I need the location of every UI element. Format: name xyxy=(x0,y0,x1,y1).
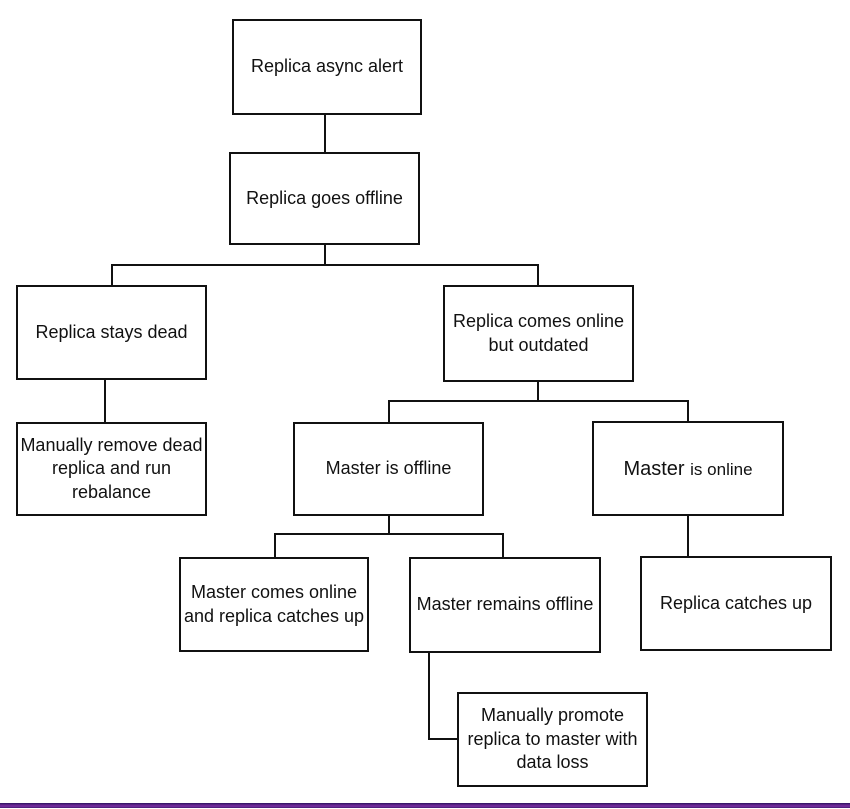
node-label-line: but outdated xyxy=(488,334,589,355)
node-label: Replica async alert xyxy=(236,55,418,78)
node-label-line: Replica goes offline xyxy=(246,187,403,208)
node-label-line: replica and run xyxy=(51,458,172,479)
node-label-line: Manually promote xyxy=(480,705,625,726)
node-label-line: data loss xyxy=(516,752,589,773)
node-label: Replica stays dead xyxy=(20,321,203,344)
node-label-line: rebalance xyxy=(71,481,152,502)
node-label: Replica goes offline xyxy=(233,187,416,210)
connector-line xyxy=(111,264,539,266)
node-replica-async-alert: Replica async alert xyxy=(232,19,422,115)
node-replica-stays-dead: Replica stays dead xyxy=(16,285,207,380)
connector-line xyxy=(324,245,326,266)
node-label: Master is online xyxy=(596,456,780,482)
node-label-line: Replica stays dead xyxy=(35,321,188,342)
node-label-line: Master comes online xyxy=(190,582,358,603)
node-label: Master remains offline xyxy=(413,593,597,616)
connector-line xyxy=(388,400,689,402)
node-label: Replica catches up xyxy=(644,592,828,615)
connector-line xyxy=(537,264,539,286)
node-label-line: Master remains offline xyxy=(416,594,594,615)
connector-line xyxy=(502,533,504,558)
node-label-run: is online xyxy=(690,459,753,479)
connector-line xyxy=(687,515,689,557)
connector-line xyxy=(428,738,458,740)
node-label-line: Replica catches up xyxy=(659,592,813,613)
node-label-run: Master xyxy=(623,457,691,480)
connector-line xyxy=(537,381,539,401)
connector-line xyxy=(687,400,689,422)
node-label-line: replica to master with xyxy=(467,728,638,749)
connector-line xyxy=(104,380,106,423)
node-label-line: Master is offline xyxy=(325,458,452,479)
node-label-line: Master is online xyxy=(596,456,780,482)
node-label-line: and replica catches up xyxy=(183,605,365,626)
node-label-line: Replica comes online xyxy=(452,311,625,332)
connector-line xyxy=(388,400,390,423)
node-master-is-online: Master is online xyxy=(592,421,784,516)
node-label: Master is offline xyxy=(297,457,480,480)
node-replica-catches-up: Replica catches up xyxy=(640,556,832,651)
node-label-line: Manually remove dead xyxy=(20,434,203,455)
connector-line xyxy=(388,516,390,534)
connector-line xyxy=(274,533,504,535)
node-replica-goes-offline: Replica goes offline xyxy=(229,152,420,245)
connector-line xyxy=(111,264,113,286)
footer-accent-bar xyxy=(0,803,850,808)
node-master-remains-offline: Master remains offline xyxy=(409,557,601,653)
connector-line xyxy=(428,652,430,740)
node-master-is-offline: Master is offline xyxy=(293,422,484,516)
node-label-line: Replica async alert xyxy=(250,56,404,77)
connector-line xyxy=(324,115,326,153)
connector-line xyxy=(274,533,276,558)
